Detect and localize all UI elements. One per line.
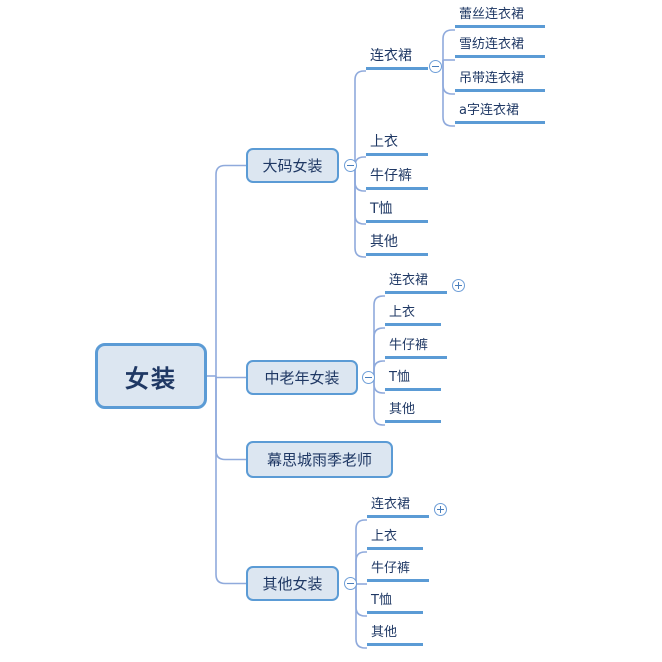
topic-qita-2-label: 其他 <box>389 402 416 417</box>
topic-shangyi-2-label: 上衣 <box>389 305 416 320</box>
topic-azi-label: a字连衣裙 <box>459 103 519 118</box>
connector-line <box>373 377 385 394</box>
topic-lianyiqun-3-label: 连衣裙 <box>371 497 411 512</box>
branch-qita[interactable]: 其他女装 <box>246 566 339 601</box>
topic-lianyiqun-2[interactable]: 连衣裙 <box>385 274 447 294</box>
connector-line <box>354 70 366 166</box>
topic-azi[interactable]: a字连衣裙 <box>455 104 545 124</box>
topic-xuefang[interactable]: 雪纺连衣裙 <box>455 38 545 58</box>
topic-diaodai[interactable]: 吊带连衣裙 <box>455 72 545 92</box>
topic-lianyiqun-2-label: 连衣裙 <box>389 273 429 288</box>
topic-niuzaiku-2-label: 牛仔裤 <box>389 338 429 353</box>
topic-tshirt-2-label: T恤 <box>389 370 410 385</box>
connector-line <box>442 60 455 127</box>
branch-qita-toggle-icon[interactable] <box>344 577 357 590</box>
topic-tshirt-3[interactable]: T恤 <box>367 594 423 614</box>
connector-line <box>373 377 385 426</box>
topic-qita-3-label: 其他 <box>371 625 398 640</box>
branch-daima-toggle-icon[interactable] <box>344 159 357 172</box>
topic-lianyiqun-1[interactable]: 连衣裙 <box>366 49 428 70</box>
topic-niuzaiku-3[interactable]: 牛仔裤 <box>367 562 429 582</box>
topic-lianyiqun-3[interactable]: 连衣裙 <box>367 498 429 518</box>
branch-zhonglaonian-label: 中老年女装 <box>264 369 340 387</box>
topic-qita-2[interactable]: 其他 <box>385 403 441 423</box>
connector-line <box>373 360 385 378</box>
connector-line <box>355 583 367 649</box>
connector-line <box>355 519 367 584</box>
topic-lianyiqun-1-toggle-icon[interactable] <box>429 60 442 73</box>
topic-niuzaiku-1-label: 牛仔裤 <box>370 168 412 184</box>
root-node[interactable]: 女装 <box>95 343 207 409</box>
branch-musicheng[interactable]: 幕思城雨季老师 <box>246 441 393 478</box>
topic-leisi-label: 蕾丝连衣裙 <box>459 7 525 22</box>
topic-niuzaiku-1[interactable]: 牛仔裤 <box>366 169 428 190</box>
branch-zhonglaonian-toggle-icon[interactable] <box>362 371 375 384</box>
topic-niuzaiku-2[interactable]: 牛仔裤 <box>385 339 447 359</box>
connector-line <box>442 60 455 95</box>
branch-qita-label: 其他女装 <box>262 575 323 593</box>
topic-diaodai-label: 吊带连衣裙 <box>459 71 525 86</box>
topic-shangyi-3-label: 上衣 <box>371 529 398 544</box>
topic-lianyiqun-1-label: 连衣裙 <box>370 48 412 64</box>
branch-musicheng-label: 幕思城雨季老师 <box>266 451 372 469</box>
topic-lianyiqun-2-toggle-icon[interactable] <box>452 279 465 292</box>
connector-line <box>354 165 366 192</box>
root-node-label: 女装 <box>125 364 177 393</box>
branch-zhonglaonian[interactable]: 中老年女装 <box>246 360 358 395</box>
topic-lianyiqun-3-toggle-icon[interactable] <box>434 503 447 516</box>
topic-tshirt-2[interactable]: T恤 <box>385 371 441 391</box>
topic-shangyi-3[interactable]: 上衣 <box>367 530 423 550</box>
connector-line <box>215 376 246 585</box>
connector-line <box>355 583 367 617</box>
branch-daima[interactable]: 大码女装 <box>246 148 339 183</box>
branch-daima-label: 大码女装 <box>262 157 323 175</box>
topic-tshirt-1-label: T恤 <box>370 201 393 217</box>
topic-xuefang-label: 雪纺连衣裙 <box>459 37 525 52</box>
topic-leisi[interactable]: 蕾丝连衣裙 <box>455 8 545 28</box>
topic-shangyi-1-label: 上衣 <box>370 134 398 150</box>
connector-line <box>354 165 366 225</box>
connector-line <box>215 164 246 376</box>
topic-qita-1-label: 其他 <box>370 234 398 250</box>
connector-line <box>442 29 455 60</box>
connector-line <box>215 376 246 461</box>
topic-qita-1[interactable]: 其他 <box>366 235 428 256</box>
topic-shangyi-1[interactable]: 上衣 <box>366 135 428 156</box>
connector-line <box>354 165 366 258</box>
topic-tshirt-1[interactable]: T恤 <box>366 202 428 223</box>
topic-shangyi-2[interactable]: 上衣 <box>385 306 441 326</box>
connector-line <box>355 551 367 584</box>
topic-tshirt-3-label: T恤 <box>371 593 392 608</box>
topic-qita-3[interactable]: 其他 <box>367 626 423 646</box>
connector-line <box>373 327 385 378</box>
topic-niuzaiku-3-label: 牛仔裤 <box>371 561 411 576</box>
connector-line <box>373 295 385 378</box>
